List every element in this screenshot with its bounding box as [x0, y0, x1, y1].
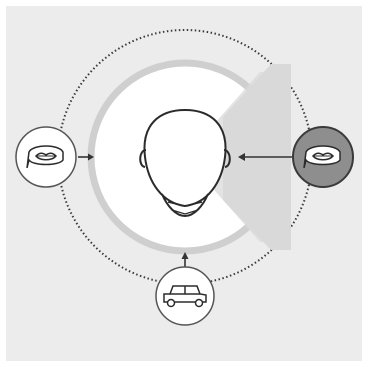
arrow-left — [78, 153, 94, 161]
car-icon — [163, 285, 207, 308]
speech-lips-icon — [303, 145, 341, 169]
arrow-right — [238, 153, 292, 161]
head-icon — [139, 108, 231, 218]
bottom-source-badge — [155, 266, 215, 326]
speech-lips-icon — [26, 145, 64, 169]
left-source-badge — [15, 126, 77, 188]
right-source-badge — [292, 126, 354, 188]
